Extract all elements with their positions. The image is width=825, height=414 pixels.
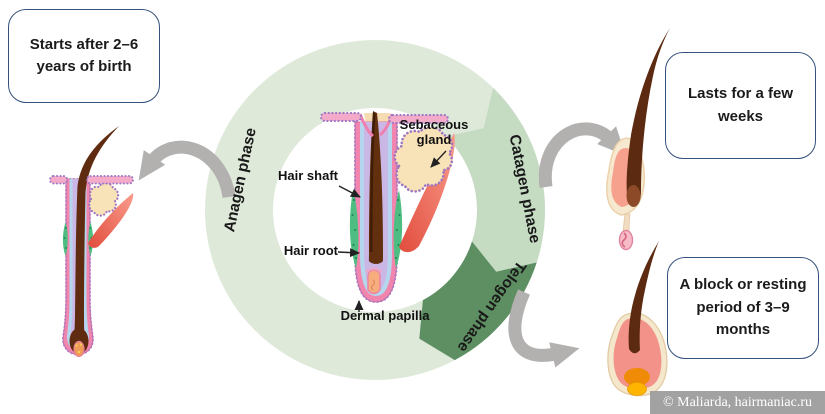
catagen-follicle-illustration	[606, 28, 670, 251]
arrow-to-anagen-follicle	[138, 140, 236, 199]
anagen-follicle-illustration	[49, 126, 134, 358]
watermark-credit: © Maliarda, hairmaniac.ru	[650, 391, 825, 414]
anagen-muscle	[88, 193, 134, 248]
center-follicle-illustration	[319, 111, 455, 304]
anagen-green-sheath	[62, 222, 94, 256]
anagen-hair	[74, 126, 119, 353]
center-green-sheath	[349, 190, 403, 268]
telogen-hair	[628, 241, 659, 354]
ring-segment-telogen	[419, 241, 537, 361]
center-sebaceous-gland	[393, 125, 454, 193]
arrow-to-telogen-follicle	[508, 289, 580, 368]
hair-root-pointer	[337, 248, 360, 258]
anagen-sebaceous-gland	[88, 181, 120, 217]
catagen-note-box: Lasts for a few weeks	[665, 52, 816, 159]
cycle-arrows	[138, 122, 626, 368]
sebaceous-gland-pointer	[430, 150, 447, 168]
hair-root-label: Hair root	[283, 243, 338, 258]
anagen-papilla	[73, 340, 85, 358]
telogen-follicle-illustration	[607, 241, 668, 397]
hair-shaft-pointer	[338, 185, 361, 198]
anagen-note-box: Starts after 2–6 years of birth	[8, 9, 160, 103]
sebaceous-gland-label: Sebaceous gland	[399, 117, 469, 147]
dermal-papilla-label: Dermal papilla	[340, 308, 430, 323]
telogen-note-box: A block or resting period of 3–9 months	[667, 257, 819, 359]
ring-segment-catagen	[445, 87, 546, 272]
anagen-skin-surface	[49, 175, 134, 185]
telogen-papilla	[624, 368, 650, 386]
center-skin-surface	[319, 111, 450, 125]
catagen-papilla-bud	[618, 229, 634, 251]
hair-shaft-label: Hair shaft	[278, 168, 338, 183]
catagen-hair	[626, 28, 670, 206]
arrow-to-catagen-follicle	[538, 122, 626, 188]
label-pointers	[337, 150, 447, 312]
